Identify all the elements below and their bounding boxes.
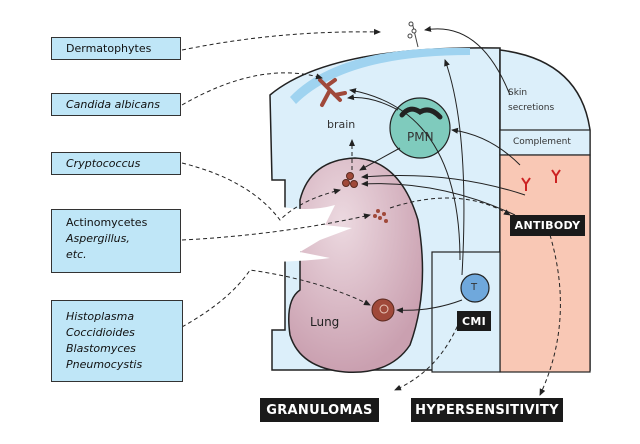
label-text: Candida albicans	[66, 98, 160, 111]
cmi-label: CMI	[457, 311, 491, 331]
label-text: Blastomyces	[66, 342, 136, 355]
candida-organism	[318, 78, 347, 107]
arrow-cmi-granulomas	[394, 319, 461, 391]
t-cell	[460, 273, 490, 303]
arrow-ab-crypto1	[361, 173, 526, 196]
secretions-label: secretions	[508, 103, 555, 113]
t-cell-label: T	[471, 282, 478, 293]
complement-region	[499, 129, 591, 156]
pmn-nucleus	[399, 106, 443, 120]
arrow-cryptococcus	[181, 162, 341, 221]
arrow-actinomycetes	[181, 213, 371, 241]
arrow-histoplasma	[181, 269, 371, 328]
label-candida-albicans: Candida albicans	[51, 93, 181, 116]
airway	[255, 200, 352, 262]
label-text: Aspergillus,	[66, 232, 130, 245]
arrow-candida	[181, 72, 323, 106]
cryptococcus-organism	[342, 172, 358, 188]
label-cryptococcus: Cryptococcus	[51, 152, 181, 175]
antibody-region	[499, 154, 591, 373]
antibody-glyph	[521, 169, 561, 191]
histoplasma-organism	[371, 298, 395, 322]
arrow-dermatophytes	[181, 28, 381, 51]
label-dermatophytes: Dermatophytes	[51, 37, 181, 60]
brain-label: brain	[327, 118, 356, 131]
label-text: etc.	[66, 248, 87, 261]
label-text: Actinomycetes	[66, 216, 148, 229]
lung-label: Lung	[310, 315, 340, 329]
arrow-skin-hair	[424, 25, 511, 96]
label-text: Dermatophytes	[66, 42, 152, 55]
skin-label: Skin	[508, 88, 528, 98]
granulomas-label: GRANULOMAS	[260, 398, 379, 422]
antibody-label: ANTIBODY	[510, 215, 585, 236]
arrow-candida-top	[349, 88, 461, 261]
arrow-pmn-crypto	[359, 147, 401, 171]
aspergillus-organism	[373, 209, 388, 223]
pmn-label: PMN	[407, 130, 434, 144]
arrow-ab-pmn	[451, 127, 521, 166]
hair-dermatophyte	[407, 21, 419, 48]
skin-layer	[290, 47, 470, 104]
arrow-tcell-skin	[444, 59, 465, 276]
hypersensitivity-label: HYPERSENSITIVITY	[411, 398, 563, 422]
lung	[288, 157, 424, 374]
arrow-aspergillus-ab	[389, 197, 511, 216]
label-text: Cryptococcus	[66, 157, 141, 170]
arrow-ab-crypto2	[361, 180, 516, 216]
label-actinomycetes: Actinomycetes Aspergillus, etc.	[51, 209, 181, 273]
label-text: Coccidioides	[66, 326, 135, 339]
complement-label: Complement	[513, 137, 571, 147]
arrow-pmn-candida	[347, 94, 399, 111]
label-histoplasma-group: Histoplasma Coccidioides Blastomyces Pne…	[51, 300, 183, 382]
arrow-cmi-histo	[396, 299, 463, 314]
label-text: Histoplasma	[66, 310, 135, 323]
label-text: Pneumocystis	[66, 358, 143, 371]
